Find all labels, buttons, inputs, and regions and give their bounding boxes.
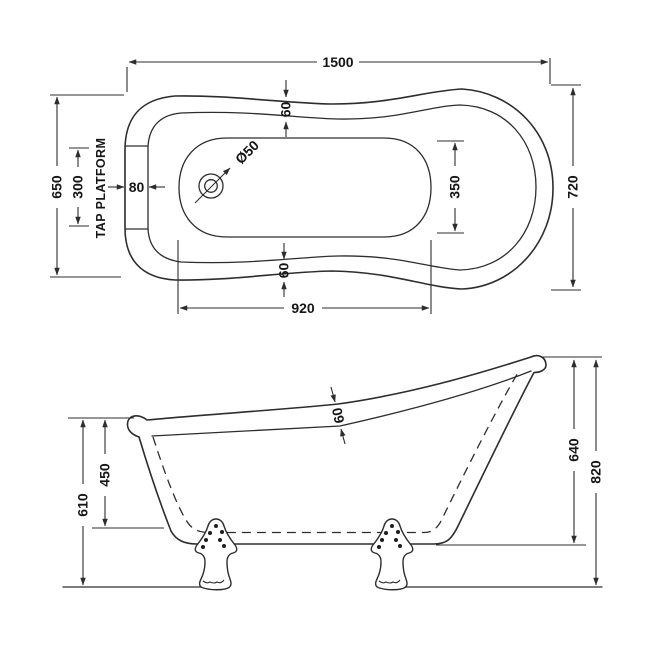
dim-interior-depth: 450 xyxy=(96,419,113,527)
side-interior-dashed-line xyxy=(152,370,520,534)
bathtub-plan-view: Ø50 1500 650 720 xyxy=(48,54,581,316)
tap-platform-label: TAP PLATFORM xyxy=(94,138,108,239)
dim-overall-height: 820 xyxy=(587,359,604,586)
side-rim-bottom-edge xyxy=(151,370,532,437)
dim-rim-height: 610 xyxy=(74,419,91,586)
drain-inner-circle xyxy=(204,179,218,193)
dim-back-height: 640 xyxy=(565,359,582,544)
svg-text:650: 650 xyxy=(49,175,65,199)
svg-text:820: 820 xyxy=(588,460,604,484)
dim-interior-floor-length: 920 xyxy=(177,240,432,316)
svg-text:450: 450 xyxy=(97,463,113,487)
svg-text:720: 720 xyxy=(565,175,581,199)
dim-bottom-rim-width: 60 xyxy=(276,243,292,297)
plan-outer-outline xyxy=(124,88,554,290)
svg-text:920: 920 xyxy=(291,300,315,316)
svg-text:610: 610 xyxy=(75,493,91,517)
svg-text:80: 80 xyxy=(129,179,145,195)
svg-text:60: 60 xyxy=(329,406,348,425)
svg-text:1500: 1500 xyxy=(322,54,353,70)
svg-text:60: 60 xyxy=(276,263,292,279)
svg-text:300: 300 xyxy=(70,175,86,199)
drain-outer-circle xyxy=(198,173,224,199)
plan-inner-outline xyxy=(147,104,537,271)
svg-text:350: 350 xyxy=(447,175,463,199)
drain-leader-line xyxy=(194,167,231,204)
dim-left-end-width: 650 xyxy=(48,94,124,278)
side-outer-silhouette xyxy=(126,354,547,545)
claw-foot-front xyxy=(194,518,238,591)
dim-tap-platform-depth: 80 xyxy=(108,179,165,195)
dim-overall-length: 1500 xyxy=(126,54,551,92)
bathtub-side-view: 610 450 60 640 820 xyxy=(62,354,604,591)
claw-foot-back xyxy=(370,518,414,591)
dim-drain-diameter: Ø50 xyxy=(232,137,262,167)
dim-right-end-width: 720 xyxy=(551,84,581,291)
svg-text:60: 60 xyxy=(278,102,294,118)
dim-tap-platform-length: 300 xyxy=(69,147,89,227)
dim-rim-thickness: 60 xyxy=(329,386,348,445)
dim-interior-width: 350 xyxy=(437,140,464,234)
dim-top-rim-width: 60 xyxy=(278,80,294,137)
plan-floor-outline xyxy=(178,137,432,238)
svg-text:640: 640 xyxy=(566,438,582,462)
